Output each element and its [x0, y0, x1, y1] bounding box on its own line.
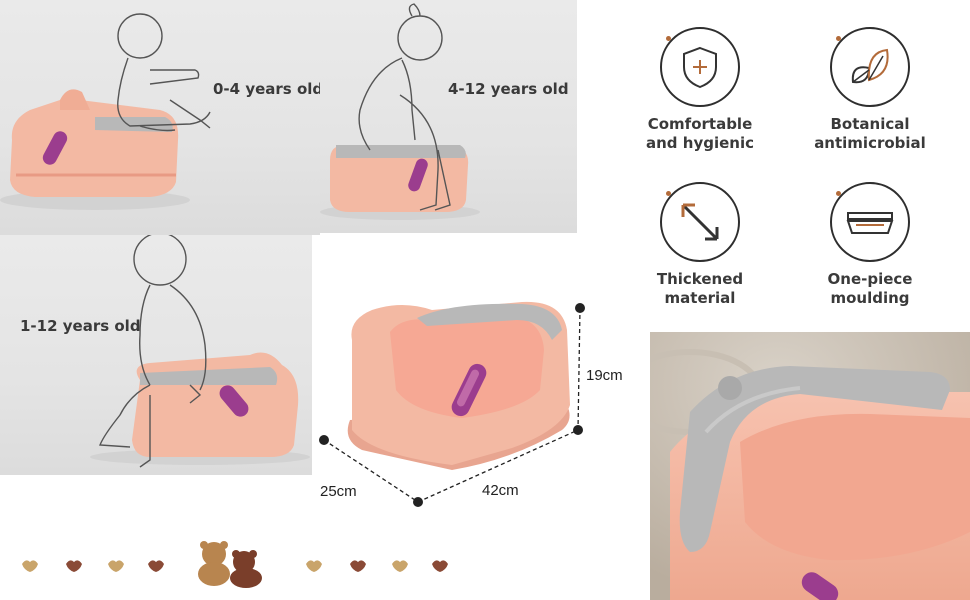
panel-age-0-4: 0-4 years old: [0, 0, 320, 235]
diagonal-arrows-icon: [681, 203, 719, 241]
feature-label-line: Comfortable: [647, 115, 753, 133]
feature-label-line: Thickened: [656, 270, 744, 288]
feature-label-line: antimicrobial: [814, 134, 926, 152]
dimension-lines: [319, 303, 585, 507]
feature-botanical: Botanical antimicrobial: [805, 27, 935, 153]
potty-closeup-illustration: [650, 332, 970, 600]
feature-label-line: material: [664, 289, 736, 307]
panel-age-4-12: 4-12 years old: [320, 0, 577, 233]
feature-label-line: moulding: [830, 289, 910, 307]
potty-illustration: [0, 89, 190, 210]
panel-age-1-12: 1-12 years old: [0, 235, 312, 475]
teddy-bear-icon: [198, 541, 262, 588]
feature-label: One-piece moulding: [805, 270, 935, 308]
shield-plus-icon: [683, 46, 717, 89]
heart-icon: [22, 560, 38, 572]
feature-label-line: and hygienic: [646, 134, 754, 152]
height-dimension: 19cm: [586, 367, 623, 384]
feature-label-line: Botanical: [830, 115, 910, 133]
leaf-icon: [851, 48, 889, 84]
potty-3d-illustration: [347, 301, 570, 470]
decorative-row: [0, 540, 470, 590]
feature-label-line: One-piece: [827, 270, 913, 288]
feature-label: Comfortable and hygienic: [635, 115, 765, 153]
molded-tray-icon: [846, 212, 894, 234]
feature-circle: [660, 182, 740, 262]
feature-label: Thickened material: [635, 270, 765, 308]
closeup-photo: [650, 332, 970, 600]
dimension-diagram: 19cm 25cm 42cm: [312, 280, 652, 520]
potty-illustration: [90, 352, 310, 465]
depth-dimension: 25cm: [320, 483, 357, 500]
feature-one-piece: One-piece moulding: [805, 182, 935, 308]
feature-thickened: Thickened material: [635, 182, 765, 308]
length-dimension: 42cm: [482, 482, 519, 499]
age-label: 0-4 years old: [213, 80, 320, 98]
feature-circle: [830, 182, 910, 262]
age-label: 1-12 years old: [20, 317, 141, 335]
girl-sketch: [98, 235, 207, 468]
feature-comfortable: Comfortable and hygienic: [635, 27, 765, 153]
feature-label: Botanical antimicrobial: [805, 115, 935, 153]
age-label: 4-12 years old: [448, 80, 569, 98]
feature-circle: [830, 27, 910, 107]
toddler-sketch: [117, 13, 211, 132]
child-sketch: [358, 3, 451, 211]
feature-circle: [660, 27, 740, 107]
heart-bear-decoration: [22, 541, 448, 588]
